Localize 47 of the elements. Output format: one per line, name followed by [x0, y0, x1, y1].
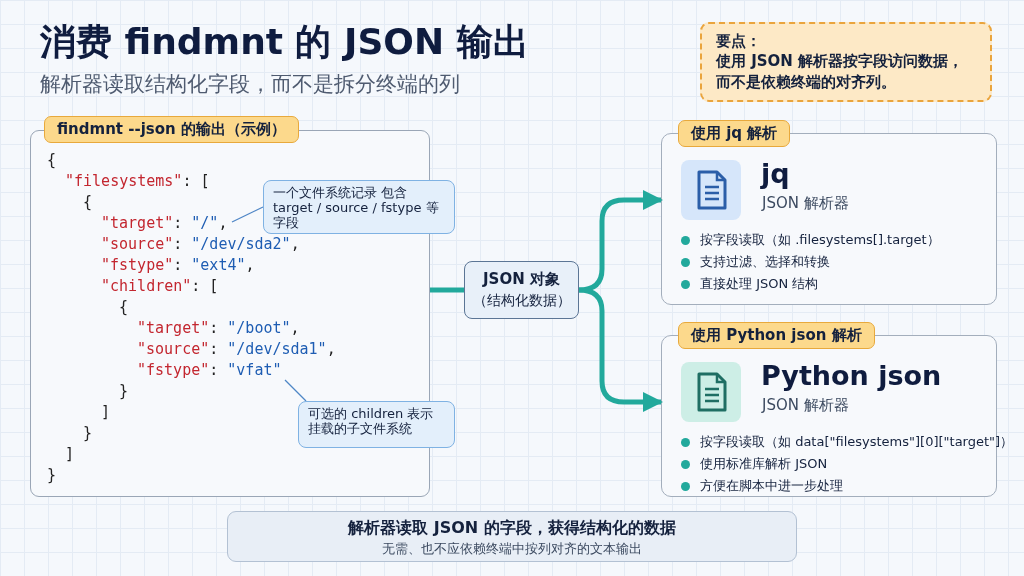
- subtitle: 解析器读取结构化字段，而不是拆分终端的列: [40, 71, 460, 98]
- header-tab: findmnt --json 的输出（示例）: [44, 116, 299, 143]
- leader-line: [231, 206, 264, 223]
- bullet-text: 按字段读取（如 data["filesystems"][0]["target"]）: [700, 433, 1014, 451]
- code-line: ]: [101, 403, 111, 421]
- code-line: "fstype": "vfat": [137, 361, 282, 379]
- box-title: JSON 对象: [481, 270, 561, 289]
- code-line: "children": [: [101, 277, 219, 295]
- note-text: 使用 JSON 解析器按字段访问数据，而不是依赖终端的对齐列。: [716, 51, 965, 93]
- arrow: [578, 287, 663, 412]
- code-line: "target": "/boot",: [137, 319, 300, 337]
- tool-subtitle: JSON 解析器: [762, 194, 849, 213]
- arrow: [578, 190, 663, 293]
- bullet-text: 使用标准库解析 JSON: [700, 455, 828, 473]
- callout-tooltip: 一个文件系统记录 包含 target / source / fstype 等字段: [263, 180, 455, 234]
- bullet-text: 方便在脚本中进一步处理: [700, 477, 843, 495]
- title: 消费 findmnt 的 JSON 输出: [40, 20, 529, 64]
- tool-name: jq: [761, 158, 790, 189]
- tool-name: Python json: [761, 360, 942, 391]
- summary-box: [227, 511, 797, 562]
- summary-text: 无需、也不应依赖终端中按列对齐的文本输出: [381, 541, 643, 558]
- process-box: [464, 261, 579, 319]
- header-tab: 使用 Python json 解析: [678, 322, 875, 349]
- code-line: "fstype": "ext4",: [101, 256, 255, 274]
- header-tab: 使用 jq 解析: [678, 120, 791, 147]
- code-line: "filesystems": [: [65, 172, 210, 190]
- code-line: {: [47, 151, 57, 169]
- note-heading: 要点：: [716, 32, 762, 51]
- bullet-text: 按字段读取（如 .filesystems[].target）: [700, 231, 940, 249]
- tool-subtitle: JSON 解析器: [762, 396, 849, 415]
- code-line: "target": "/",: [101, 214, 228, 232]
- code-line: {: [83, 193, 93, 211]
- callout-tooltip: 可选的 children 表示挂载的子文件系统: [298, 401, 455, 448]
- code-line: ]: [65, 445, 75, 463]
- code-line: }: [47, 466, 57, 484]
- code-line: }: [83, 424, 93, 442]
- bullet-text: 直接处理 JSON 结构: [700, 275, 819, 293]
- connector-line: [430, 287, 464, 293]
- code-line: {: [119, 298, 129, 316]
- code-line: "source": "/dev/sda1",: [137, 340, 336, 358]
- code-line: "source": "/dev/sda2",: [101, 235, 300, 253]
- summary-title: 解析器读取 JSON 的字段，获得结构化的数据: [346, 518, 677, 539]
- leader-line: [284, 379, 307, 402]
- note-box: [700, 22, 992, 102]
- code-line: }: [119, 382, 129, 400]
- box-subtitle: （结构化数据）: [471, 292, 572, 310]
- bullet-text: 支持过滤、选择和转换: [700, 253, 830, 271]
